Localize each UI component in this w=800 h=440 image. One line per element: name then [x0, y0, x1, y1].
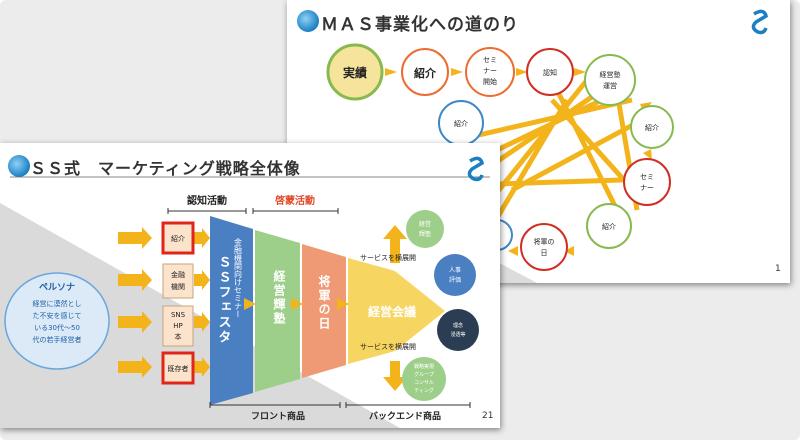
funnel	[210, 216, 445, 405]
svg-text:ナー: ナー	[483, 67, 497, 75]
circle-group-consulting: 戦略実現 グループ コンサル ティング	[402, 357, 446, 401]
svg-text:紹介: 紹介	[645, 123, 659, 132]
back-slide-page-number: 1	[775, 264, 781, 274]
persona-line: 代の若手経営者	[33, 335, 82, 344]
svg-text:グループ: グループ	[414, 371, 434, 378]
funnel-shogun: 将軍の日	[317, 274, 331, 331]
svg-text:運営: 運営	[603, 81, 617, 90]
svg-text:ティング: ティング	[414, 387, 434, 394]
svg-text:HP: HP	[173, 322, 183, 330]
svg-text:セミ: セミ	[483, 56, 497, 64]
svg-text:ナー: ナー	[640, 184, 654, 192]
back-slide-title: ＭＡＳ事業化への道のり	[321, 15, 519, 35]
svg-text:コンサル: コンサル	[414, 380, 434, 386]
svg-text:機関: 機関	[171, 282, 185, 291]
svg-text:SNS: SNS	[171, 311, 186, 319]
svg-text:経営: 経営	[419, 220, 431, 228]
front-slide-title: ＳＳ式 マーケティング戦略全体像	[30, 159, 301, 178]
service-down-label: サービスを横展開	[360, 342, 416, 351]
svg-text:紹介: 紹介	[454, 119, 468, 128]
backend-product-label: バックエンド商品	[369, 410, 441, 422]
node-seminar-kaisai: セミ ナー 開始	[465, 47, 515, 97]
service-up-label: サービスを横展開	[360, 253, 416, 262]
channel-kinyu: 金融 機関	[162, 263, 194, 299]
slide-ss-marketing[interactable]: 認知活動 啓蒙活動 ペルソナ 経営に漠然とし た不安を感じて いる30代～50 …	[0, 143, 500, 428]
svg-text:評価: 評価	[449, 276, 461, 284]
svg-text:人事: 人事	[449, 266, 461, 274]
svg-text:理念: 理念	[453, 322, 463, 329]
mas-node-layer: 実績 紹介 セミ ナー 開始 認知 経営塾 運営 紹介 紹介	[326, 43, 674, 271]
svg-text:開始: 開始	[483, 77, 497, 86]
circle-rinen: 理念 浸透等	[437, 309, 479, 351]
section-keimo-label: 啓蒙活動	[275, 194, 315, 207]
svg-text:金融機関向けセミナー: 金融機関向けセミナー	[234, 237, 243, 318]
svg-text:経営塾: 経営塾	[600, 70, 621, 79]
slide-mas-roadmap[interactable]: ＭＡＳ事業化への道のり 1 実績 紹介 セミ ナー 開始 認知 経営塾 運営	[287, 0, 790, 283]
svg-text:実績: 実績	[343, 65, 367, 80]
circle-jinji: 人事 評価	[434, 254, 476, 296]
persona-line: 経営に漠然とし	[33, 299, 82, 308]
svg-text:金融: 金融	[171, 270, 185, 279]
svg-text:将軍の: 将軍の	[534, 237, 555, 246]
channel-shokai: 紹介	[161, 221, 195, 255]
node-shokai-3: 紹介	[586, 203, 632, 249]
svg-text:既存者: 既存者	[168, 364, 189, 373]
globe-icon	[297, 10, 319, 32]
service-arrows	[383, 225, 407, 391]
node-shogun-no-hi: 将軍の 日	[520, 223, 568, 271]
front-product-label: フロント商品	[251, 410, 305, 422]
svg-text:輝塾: 輝塾	[419, 230, 431, 238]
persona-title: ペルソナ	[39, 282, 75, 293]
svg-text:セミ: セミ	[640, 173, 654, 181]
persona-bubble	[4, 272, 110, 370]
node-shokai-1: 紹介	[401, 48, 449, 96]
funnel-seminar-text: 金融機関向けセミナー	[234, 237, 243, 318]
channel-kizonsha: 既存者	[161, 351, 195, 385]
node-ninchi: 認知	[526, 48, 574, 96]
node-seminar-2: セミ ナー	[623, 158, 671, 206]
circle-keieijuku: 経営 輝塾	[406, 210, 444, 248]
svg-text:浸透等: 浸透等	[450, 331, 465, 338]
svg-text:本: 本	[175, 332, 182, 341]
channel-sns: SNS HP 本	[162, 305, 194, 347]
svg-text:認知: 認知	[543, 68, 557, 77]
svg-text:戦略実現: 戦略実現	[414, 363, 434, 370]
svg-text:日: 日	[541, 249, 548, 257]
persona-line: た不安を感じて	[33, 311, 82, 320]
section-ninchi-label: 認知活動	[187, 194, 227, 207]
ss-diagram: 認知活動 啓蒙活動 ペルソナ 経営に漠然とし た不安を感じて いる30代～50 …	[0, 176, 490, 428]
node-shokai-left: 紹介	[438, 100, 484, 146]
svg-text:紹介: 紹介	[414, 66, 437, 80]
node-jisseki: 実績	[326, 43, 384, 101]
funnel-keieikaigi: 経営会議	[368, 304, 416, 319]
funnel-ssfesta: ＳＳフェスタ	[216, 255, 232, 345]
channel-arrows	[118, 227, 210, 378]
node-keieijuku: 経営塾 運営	[584, 54, 636, 106]
globe-icon	[8, 155, 30, 177]
svg-text:紹介: 紹介	[171, 234, 185, 243]
node-shokai-2: 紹介	[630, 105, 674, 149]
front-slide-page-number: 21	[482, 411, 494, 421]
funnel-keieijuku: 経営輝塾	[272, 269, 286, 326]
persona-line: いる30代～50	[34, 323, 80, 332]
svg-text:紹介: 紹介	[602, 222, 616, 231]
